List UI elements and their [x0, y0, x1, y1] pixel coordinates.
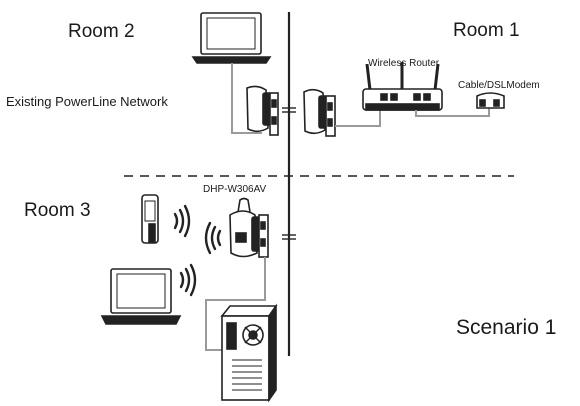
scenario-label: Scenario 1 [456, 316, 557, 339]
wifi-waves-icon [179, 263, 197, 297]
room1-label: Room 1 [453, 20, 520, 41]
ethernet-cable-room3 [205, 257, 266, 351]
ethernet-cable-room2 [231, 63, 262, 134]
router-modem-cable [415, 108, 490, 117]
laptop-icon [191, 12, 272, 64]
wireless-router-icon [362, 62, 443, 111]
modem-icon [476, 92, 505, 109]
wireless-router-label: Wireless Router [368, 58, 440, 69]
mobile-phone-icon [141, 194, 159, 244]
wifi-waves-icon [204, 221, 222, 255]
wireless-powerline-extender-icon [229, 197, 269, 258]
room3-label: Room 3 [24, 200, 91, 221]
wall-socket-mark-top [282, 107, 296, 113]
room2-label: Room 2 [68, 21, 135, 42]
existing-network-label: Existing PowerLine Network [6, 94, 168, 109]
ethernet-cable-room1 [335, 108, 381, 127]
modem-label: Cable/DSLModem [458, 80, 540, 91]
laptop-icon [100, 268, 182, 325]
powerline-adapter-icon [303, 88, 336, 137]
model-label: DHP-W306AV [203, 184, 267, 195]
desktop-tower-icon [220, 303, 278, 403]
powerline-adapter-icon [246, 85, 279, 136]
wifi-waves-icon [173, 204, 191, 238]
wall-socket-mark-bottom [282, 234, 296, 240]
